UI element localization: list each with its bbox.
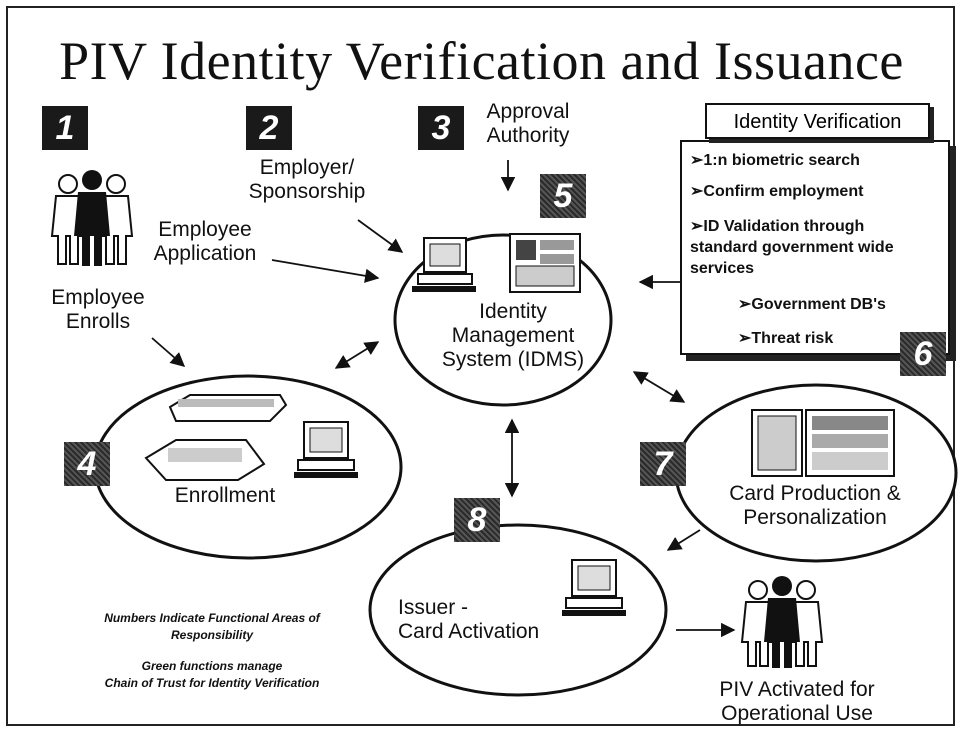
scanner-icon [144,439,266,481]
badge-3: 3 [418,106,464,150]
approval-authority-label: Approval Authority [486,100,570,147]
idms-label: Identity Management System (IDMS) [441,300,585,371]
computer-icon [562,559,626,616]
page-title: PIV Identity Verification and Issuance [59,31,904,91]
iv-item-threat-risk: ➢Threat risk [738,330,834,347]
employee-application-label: Employee Application [153,218,257,265]
card-printer-icon [751,409,895,477]
piv-activated-label: PIV Activated for Operational Use [719,678,875,725]
employer-sponsorship-label: Employer/ Sponsorship [248,156,366,203]
badge-7: 7 [640,442,686,486]
iv-item-biometric: ➢1:n biometric search [690,152,860,169]
arrow-idms-enrollment [334,341,380,369]
badge-6: 6 [900,332,946,376]
employee-enrolls-label: Employee Enrolls [51,286,145,333]
badge-5: 5 [540,174,586,218]
people-group-icon [50,170,134,266]
arrow-idms-card-production [632,371,686,403]
note-numbers: Numbers Indicate Functional Areas of Res… [104,611,320,642]
badge-4: 4 [64,442,110,486]
badge-2: 2 [246,106,292,150]
arrow-enrolls-to-enrollment [151,337,186,367]
server-icon [509,233,581,293]
computer-icon [412,237,476,292]
identity-verification-box [680,140,950,355]
issuer-label: Issuer - Card Activation [398,596,540,643]
arrow-sponsorship-to-idms [357,219,404,253]
identity-verification-title: Identity Verification [705,103,930,139]
people-group-icon [740,576,824,668]
badge-1: 1 [42,106,88,150]
iv-item-government-db: ➢Government DB's [738,296,886,313]
note-green-functions: Green functions manage Chain of Trust fo… [104,659,320,690]
arrow-card-production-to-issuer [666,529,701,551]
iv-item-employment: ➢Confirm employment [690,183,864,200]
computer-icon [294,421,358,478]
card-production-label: Card Production & Personalization [729,482,901,529]
badge-8: 8 [454,498,500,542]
arrow-application-to-idms [271,259,380,283]
iv-item-id-validation: ➢ID Validation through standard governme… [690,218,894,277]
scanner-icon [168,394,288,422]
enrollment-label: Enrollment [174,484,276,507]
